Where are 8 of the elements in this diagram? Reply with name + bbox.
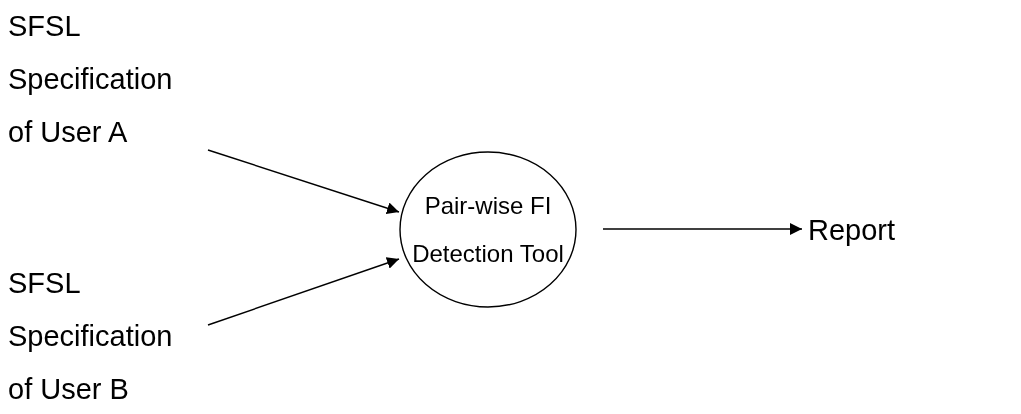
output-label: Report — [808, 204, 918, 257]
process-ellipse — [399, 151, 577, 308]
arrow — [207, 149, 400, 214]
input-label: SFSL Specification of User B — [8, 257, 208, 414]
process-label: Pair-wise FI Detection Tool — [411, 190, 565, 269]
input-label: SFSL Specification of User A — [8, 0, 208, 159]
arrow — [207, 257, 400, 326]
arrow — [602, 223, 803, 235]
